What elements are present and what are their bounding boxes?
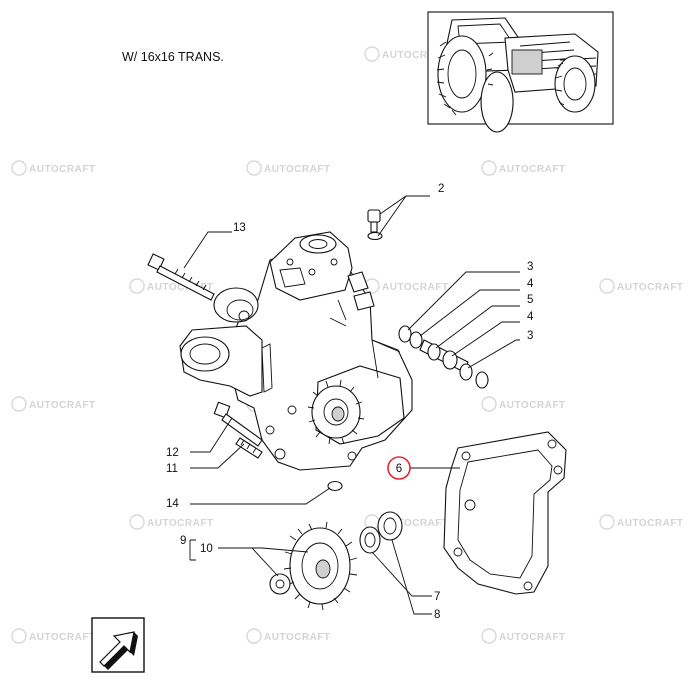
shaft-seal-assembly [398,325,489,389]
arrow-icon [99,631,138,670]
callout-labels: 2 13 3 4 5 4 3 6 12 11 14 9 10 7 8 [166,183,534,621]
watermark: AUTOCRAFT [364,46,449,62]
tractor-thumbnail [427,11,614,133]
callout-label: 3 [527,330,533,342]
shim-7 [359,526,381,554]
gasket-6 [443,431,567,595]
dowel-11 [235,437,263,459]
watermark: AUTOCRAFT [11,628,96,644]
gear-9 [283,521,358,611]
watermark-text: AUTOCRAFT [499,632,566,643]
callout-6-highlight: 6 [387,456,411,480]
watermark-text: AUTOCRAFT [499,164,566,175]
callout-label: 6 [396,463,402,475]
watermark: AUTOCRAFT [599,278,684,294]
watermark-text: AUTOCRAFT [382,50,449,61]
watermark-text: AUTOCRAFT [382,518,449,529]
watermark: AUTOCRAFT [599,514,684,530]
watermark: AUTOCRAFT [129,278,214,294]
watermark-text: AUTOCRAFT [29,632,96,643]
watermark-text: AUTOCRAFT [617,518,684,529]
watermark: AUTOCRAFT [129,514,214,530]
nav-arrow-button[interactable] [91,617,145,673]
watermark-text: AUTOCRAFT [29,164,96,175]
shim-8 [377,511,403,541]
callout-label: 12 [166,447,179,459]
callout-label: 5 [527,294,533,306]
callout-label: 10 [200,543,213,555]
watermark: AUTOCRAFT [481,160,566,176]
watermark: AUTOCRAFT [11,160,96,176]
callout-label: 2 [438,183,444,195]
pump-housing [179,231,413,471]
washer-10 [269,573,291,595]
callout-label: 13 [233,222,246,234]
watermark: AUTOCRAFT [246,160,331,176]
watermark-text: AUTOCRAFT [617,282,684,293]
watermark-text: AUTOCRAFT [382,282,449,293]
watermark-text: AUTOCRAFT [264,632,331,643]
watermark: AUTOCRAFT [481,396,566,412]
watermark-text: AUTOCRAFT [147,282,214,293]
callout-label: 3 [527,261,533,273]
callout-label: 11 [166,463,178,475]
oring-14 [327,480,343,492]
callout-label: 4 [527,278,534,290]
callout-label: 7 [434,591,440,603]
watermark-text: AUTOCRAFT [499,400,566,411]
plug-2 [367,209,383,241]
bolt-12 [213,401,263,447]
variant-note: W/ 16x16 TRANS. [122,50,224,64]
watermark: AUTOCRAFT [364,278,449,294]
callout-label: 8 [434,609,440,621]
watermark-text: AUTOCRAFT [264,164,331,175]
watermark-layer: AUTOCRAFT AUTOCRAFT AUTOCRAFT AUTOCRAFT AUTO… [11,46,684,644]
callout-label: 4 [527,311,534,323]
callout-label: 9 [180,535,186,547]
watermark-text: AUTOCRAFT [147,518,214,529]
watermark: AUTOCRAFT [11,396,96,412]
watermark: AUTOCRAFT [481,628,566,644]
leader-lines [183,195,520,615]
bolt-13 [147,253,215,301]
callout-label: 14 [166,498,179,510]
watermark: AUTOCRAFT [246,628,331,644]
watermark-text: AUTOCRAFT [29,400,96,411]
tractor-icon [436,17,599,133]
